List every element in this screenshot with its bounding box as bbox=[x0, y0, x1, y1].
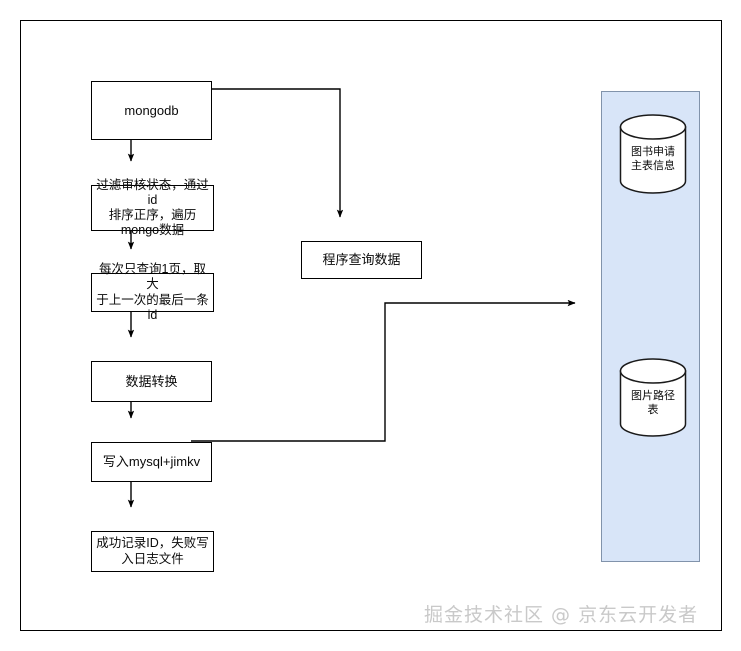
node-data-transform[interactable]: 数据转换 bbox=[91, 361, 212, 402]
cylinder-icon bbox=[619, 358, 687, 437]
diagram-frame: mongodb 过滤审核状态，通过id 排序正序，遍历 mongo数据 每次只查… bbox=[20, 20, 722, 631]
node-record-id-or-log[interactable]: 成功记录ID，失败写 入日志文件 bbox=[91, 531, 214, 572]
datastore-label-1: 图书申请 主表信息 bbox=[631, 146, 675, 173]
node-filter-mongo-data[interactable]: 过滤审核状态，通过id 排序正序，遍历 mongo数据 bbox=[91, 178, 214, 237]
datastore-book-apply-main-table[interactable]: 图书申请 主表信息 bbox=[619, 114, 687, 194]
edge-write-to-datastore bbox=[191, 299, 576, 442]
datastore-image-path-table[interactable]: 图片路径 表 bbox=[619, 358, 687, 437]
node-program-query-data[interactable]: 程序查询数据 bbox=[301, 241, 422, 279]
datastore-label-2: 图片路径 表 bbox=[631, 390, 675, 417]
node-mongodb[interactable]: mongodb bbox=[91, 81, 212, 140]
cylinder-icon bbox=[619, 114, 687, 194]
node-paged-query[interactable]: 每次只查询1页，取大 于上一次的最后一条id bbox=[91, 262, 214, 322]
watermark-text: 掘金技术社区 @ 京东云开发者 bbox=[424, 604, 699, 626]
node-write-mysql-jimkv[interactable]: 写入mysql+jimkv bbox=[91, 442, 212, 482]
